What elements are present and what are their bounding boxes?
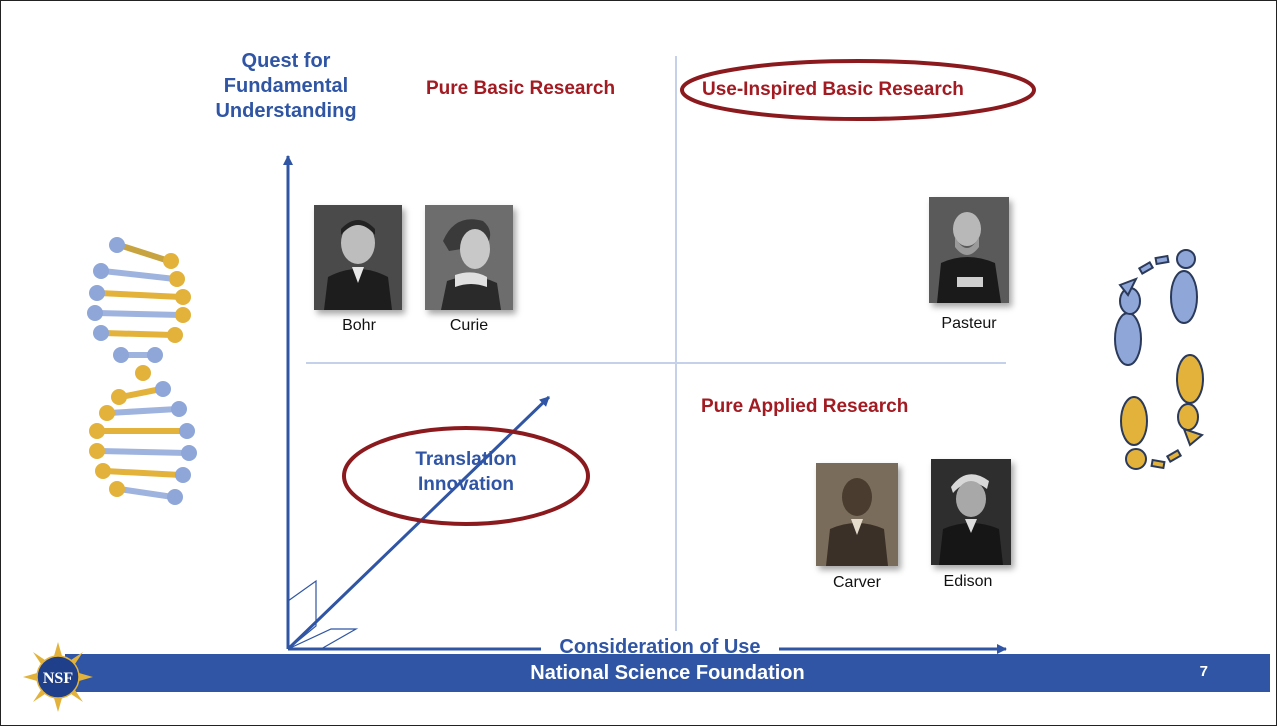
pasteur-name: Pasteur [941,315,997,332]
footer-bar: National Science Foundation 7 [65,654,1270,692]
bohr-photo [314,205,402,310]
corner-plane-horizontal [287,628,359,650]
dna-helix-icon [87,237,197,505]
page-number: 7 [1199,663,1208,680]
y-axis-label: Quest for Fundamental Understanding [215,50,357,122]
quadrant-title-pure-basic: Pure Basic Research [426,78,616,99]
footprints-icon [1114,249,1205,470]
highlight-ellipse-translation [342,426,590,526]
nsf-logo-text: NSF [43,670,73,687]
corner-plane-vertical [287,579,317,650]
curie-photo [425,205,513,310]
highlight-ellipse-use-inspired [680,59,1036,121]
edison-name: Edison [943,573,993,590]
bohr-name: Bohr [342,317,376,334]
footer-title: National Science Foundation [530,662,805,684]
quadrant-title-pure-applied: Pure Applied Research [701,396,909,417]
x-axis-label: Consideration of Use [559,636,761,658]
edison-photo [931,459,1011,565]
quadrant-title-use-inspired: Use-Inspired Basic Research [702,79,964,100]
diagonal-axis [286,395,551,651]
pasteur-photo [929,197,1009,303]
diagonal-label: Translation Innovation [415,449,517,495]
curie-name: Curie [449,317,489,334]
carver-photo [816,463,898,566]
nsf-logo-icon: NSF [23,642,93,712]
carver-name: Carver [832,574,881,591]
